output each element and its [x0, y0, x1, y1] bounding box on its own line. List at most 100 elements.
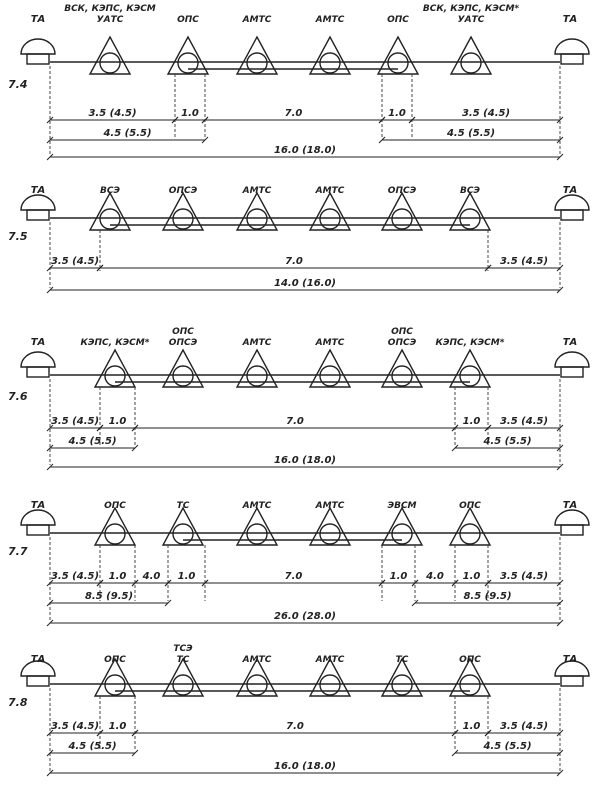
dimension-tick: [411, 599, 419, 607]
station: ОПС: [166, 15, 210, 75]
station-triangle-icon: [380, 348, 424, 388]
dimension-tick: [556, 619, 564, 627]
station-circle-icon: [319, 52, 341, 74]
dimension-label: 1.0: [109, 416, 127, 427]
dimension-label: 1.0: [463, 571, 481, 582]
dimension-label: 3.5 (4.5): [462, 108, 510, 119]
station-triangle-icon: [308, 35, 352, 75]
station-triangle-icon: [88, 191, 132, 231]
dimension-label: 1.0: [178, 571, 196, 582]
terminal-base-icon: [560, 53, 584, 65]
dimension-tick: [46, 424, 54, 432]
terminal-dome-icon: [554, 351, 590, 368]
station: КЭПС, КЭСМ*: [436, 338, 505, 388]
dimension-tick: [378, 136, 386, 144]
station: ОПС: [93, 501, 137, 546]
end-label-left: ТА: [31, 14, 46, 25]
station-label: ТСЭ: [173, 644, 193, 654]
station-circle-icon: [172, 674, 194, 696]
dimension-tick: [46, 749, 54, 757]
station-circle-icon: [99, 52, 121, 74]
dimension-label: 7.0: [285, 256, 303, 267]
station-circle-icon: [459, 523, 481, 545]
scheme-number: 7.7: [8, 545, 28, 558]
station: ВСЭ: [88, 186, 132, 231]
station-label: ОПС: [104, 655, 126, 665]
dimension-tick: [556, 599, 564, 607]
station: АМТС: [235, 655, 279, 697]
dimension-label: 4.5 (5.5): [67, 436, 116, 447]
dimension-label: 26.0 (28.0): [274, 611, 336, 622]
station-label: ОПСЭ: [169, 186, 198, 196]
dimension-tick: [46, 264, 54, 272]
terminal-base-icon: [26, 524, 50, 536]
dimension-tick: [201, 579, 209, 587]
dimension-label: 3.5 (4.5): [500, 416, 548, 427]
terminal-left: [20, 351, 56, 378]
dimension-tick: [96, 579, 104, 587]
station-triangle-icon: [380, 657, 424, 697]
station: АМТС: [308, 501, 352, 546]
dimension-label: 16.0 (18.0): [274, 145, 336, 156]
station-circle-icon: [246, 52, 268, 74]
terminal-base-icon: [26, 209, 50, 221]
station-triangle-icon: [93, 348, 137, 388]
station-label: ОПС: [387, 15, 409, 25]
station: АМТС: [235, 338, 279, 388]
scheme-number: 7.6: [8, 390, 28, 403]
station-label: АМТС: [242, 501, 272, 511]
station: ВСЭ: [448, 186, 492, 231]
station-triangle-icon: [93, 506, 137, 546]
dimension-tick: [451, 579, 459, 587]
dimension-tick: [46, 286, 54, 294]
station-label: УАТС: [458, 15, 485, 25]
dimension-tick: [46, 619, 54, 627]
dimension-tick: [408, 116, 416, 124]
station-circle-icon: [391, 208, 413, 230]
station-label: АМТС: [242, 338, 272, 348]
station-label: ВСК, КЭПС, КЭСМ*: [423, 4, 520, 14]
dimension-tick: [556, 579, 564, 587]
terminal-right: [554, 194, 590, 221]
station-triangle-icon: [93, 657, 137, 697]
station: ОПСЭ: [161, 186, 205, 231]
dimension-tick: [451, 729, 459, 737]
station-triangle-icon: [166, 35, 210, 75]
dimension-label: 3.5 (4.5): [51, 256, 99, 267]
dimension-tick: [378, 579, 386, 587]
dimension-tick: [201, 136, 209, 144]
station-label: ЭВСМ: [387, 501, 416, 511]
station-triangle-icon: [308, 657, 352, 697]
station-circle-icon: [459, 365, 481, 387]
station: АМТС: [308, 186, 352, 231]
dimension-tick: [556, 116, 564, 124]
station-triangle-icon: [161, 191, 205, 231]
terminal-dome-icon: [554, 194, 590, 211]
station-label: ОПС: [459, 655, 481, 665]
station-triangle-icon: [448, 506, 492, 546]
dimension-label: 1.0: [463, 721, 481, 732]
end-label-left: ТА: [31, 185, 46, 196]
station-triangle-icon: [308, 348, 352, 388]
dimension-tick: [46, 116, 54, 124]
terminal-dome-icon: [20, 660, 56, 677]
dimension-label: 4.5 (5.5): [446, 128, 495, 139]
station-circle-icon: [319, 365, 341, 387]
station-circle-icon: [177, 52, 199, 74]
station: АМТС: [235, 501, 279, 546]
station-circle-icon: [104, 674, 126, 696]
dimension-tick: [46, 769, 54, 777]
dimension-tick: [131, 749, 139, 757]
station-circle-icon: [172, 523, 194, 545]
station-label: ОПС: [172, 327, 194, 337]
station-label: ОПСЭ: [388, 186, 417, 196]
dimension-label: 4.0: [425, 571, 444, 582]
station-triangle-icon: [449, 35, 493, 75]
end-label-left: ТА: [31, 500, 46, 511]
station: ОПС: [93, 655, 137, 697]
terminal-dome-icon: [20, 509, 56, 526]
